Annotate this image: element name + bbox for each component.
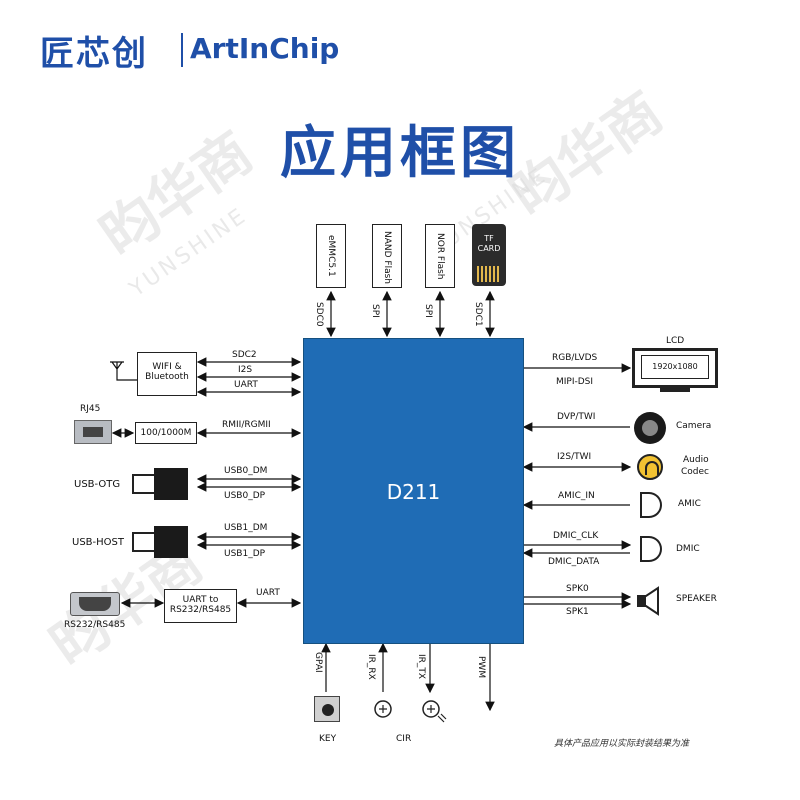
bus-label-spi1: SPI xyxy=(370,304,380,318)
audio-codec-label-2: Codec xyxy=(681,467,709,477)
rj45-label: RJ45 xyxy=(80,404,101,414)
bus-label-ir-rx: IR_RX xyxy=(366,654,376,680)
cir-label: CIR xyxy=(396,734,412,744)
audio-codec-icon xyxy=(637,454,663,480)
camera-icon xyxy=(634,412,666,444)
bus-label-sdc0: SDC0 xyxy=(314,302,324,327)
brand-logo-cn: 匠芯创 xyxy=(40,34,148,74)
bus-label-i2s-twi: I2S/TWI xyxy=(557,452,592,462)
usb-otg-connector-icon xyxy=(132,468,188,500)
lcd-resolution: 1920x1080 xyxy=(641,355,709,379)
bus-label-rmii: RMII/RGMII xyxy=(222,420,271,430)
emmc-box: eMMC5.1 xyxy=(316,224,346,288)
bus-label-dvp-twi: DVP/TWI xyxy=(557,412,596,422)
dmic-icon xyxy=(640,536,662,562)
speaker-icon xyxy=(637,586,659,616)
brand-divider xyxy=(181,33,183,67)
key-button-icon xyxy=(314,696,340,722)
wifi-label-2: Bluetooth xyxy=(145,372,189,382)
ethernet-phy-box: 100/1000M xyxy=(135,422,197,444)
bus-label-mipi-dsi: MIPI-DSI xyxy=(556,377,594,387)
bus-label-spi2: SPI xyxy=(423,304,433,318)
bus-label-pwm: PWM xyxy=(476,656,486,679)
tf-card-label-2: CARD xyxy=(477,244,501,253)
bus-label-usb1-dp: USB1_DP xyxy=(224,549,266,559)
footnote: 具体产品应用以实际封装结果为准 xyxy=(554,739,690,749)
audio-codec-label-1: Audio xyxy=(683,455,709,465)
lcd-label: LCD xyxy=(666,336,685,346)
bus-label-sdc2: SDC2 xyxy=(232,350,257,360)
tf-card-label-1: TF xyxy=(484,234,494,243)
wifi-bt-module: WIFI & Bluetooth xyxy=(137,352,197,396)
antenna-icon xyxy=(110,361,138,381)
bus-label-spk1: SPK1 xyxy=(566,607,589,617)
lcd-stand xyxy=(660,388,690,392)
key-label: KEY xyxy=(319,734,337,744)
ir-receiver-icon xyxy=(374,700,392,718)
bus-label-usb1-dm: USB1_DM xyxy=(224,523,268,533)
nand-flash-label: NAND Flash xyxy=(382,231,392,284)
bus-label-dmic-data: DMIC_DATA xyxy=(548,557,600,567)
soc-chip xyxy=(303,338,524,644)
emmc-label: eMMC5.1 xyxy=(326,235,336,277)
bus-label-uart1: UART xyxy=(234,380,258,390)
speaker-label: SPEAKER xyxy=(676,594,717,604)
ir-transmitter-icon xyxy=(422,700,447,723)
bus-label-usb0-dm: USB0_DM xyxy=(224,466,268,476)
lcd-monitor-icon: 1920x1080 xyxy=(632,348,718,388)
bus-label-ir-tx: IR_TX xyxy=(416,654,426,680)
usb-host-label: USB-HOST xyxy=(72,537,124,548)
ethernet-phy-label: 100/1000M xyxy=(140,428,192,438)
bus-label-dmic-clk: DMIC_CLK xyxy=(553,531,599,541)
wifi-label-1: WIFI & xyxy=(152,362,182,372)
brand-logo-en: ArtInChip xyxy=(190,32,340,65)
uart-converter-box: UART to RS232/RS485 xyxy=(164,589,237,623)
tf-card-icon: TF CARD xyxy=(472,224,506,286)
usb-host-connector-icon xyxy=(132,526,188,558)
bus-label-i2s: I2S xyxy=(238,365,253,375)
amic-label: AMIC xyxy=(678,499,701,509)
bus-label-uart2: UART xyxy=(256,588,280,598)
page-title: 应用框图 xyxy=(280,121,520,186)
amic-icon xyxy=(640,492,662,518)
bus-label-spk0: SPK0 xyxy=(566,584,589,594)
uart-converter-label-2: RS232/RS485 xyxy=(169,605,232,615)
bus-label-amic-in: AMIC_IN xyxy=(558,491,595,501)
bus-label-sdc1: SDC1 xyxy=(473,302,483,327)
rs232-rs485-label: RS232/RS485 xyxy=(64,620,126,630)
rj45-icon xyxy=(74,420,112,444)
camera-label: Camera xyxy=(676,421,712,431)
db9-connector-icon xyxy=(70,592,120,616)
nand-flash-box: NAND Flash xyxy=(372,224,402,288)
soc-chip-label: D211 xyxy=(386,480,441,504)
dmic-icon-bar xyxy=(640,536,642,562)
uart-converter-label-1: UART to xyxy=(182,595,219,605)
amic-icon-bar xyxy=(640,492,642,518)
nor-flash-box: NOR Flash xyxy=(425,224,455,288)
bus-label-usb0-dp: USB0_DP xyxy=(224,491,266,501)
tf-card-pins xyxy=(477,266,501,282)
usb-otg-label: USB-OTG xyxy=(74,479,121,490)
bus-label-gpai: GPAI xyxy=(313,652,323,673)
dmic-label: DMIC xyxy=(676,544,700,554)
bus-label-rgb-lvds: RGB/LVDS xyxy=(552,353,598,363)
nor-flash-label: NOR Flash xyxy=(435,233,445,280)
